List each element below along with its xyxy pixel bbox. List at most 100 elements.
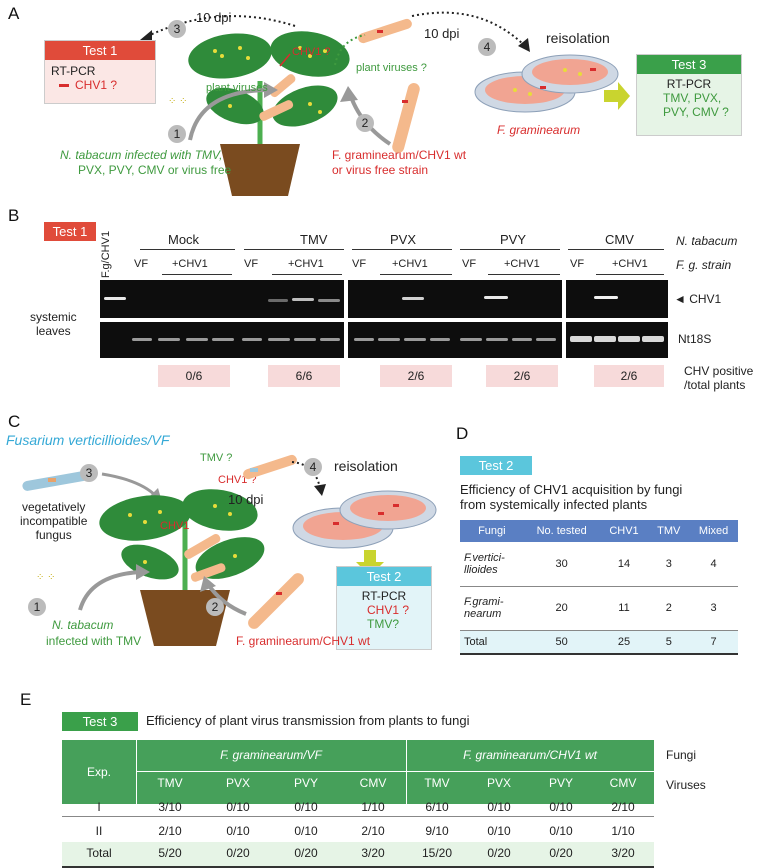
test2-target-2: TMV? xyxy=(367,617,400,631)
test3-target-1: TMV, PVX, xyxy=(663,91,722,105)
table-e-heading: Efficiency of plant virus transmission f… xyxy=(146,713,470,728)
table-cell: 0/10 xyxy=(549,824,573,838)
table-cell: 0/10 xyxy=(294,824,318,838)
chv-tmv-line xyxy=(272,274,342,275)
table-cell: II xyxy=(95,824,103,838)
chv-mock: +CHV1 xyxy=(172,258,208,270)
chv-pvy: +CHV1 xyxy=(504,258,540,270)
table-cell: 1/10 xyxy=(611,824,635,838)
vf-tmv: VF xyxy=(244,258,259,270)
panel-d-letter: D xyxy=(456,424,469,443)
chv1-question-a: CHV1 ? xyxy=(292,46,331,58)
band-chv1-label: ◄ CHV1 xyxy=(674,292,722,306)
tmv-question-c: TMV ? xyxy=(200,452,233,464)
tobacco-label-a-2: PVX, PVY, CMV or virus free xyxy=(78,163,232,177)
dotted-arrow-right xyxy=(411,11,530,52)
table-d: Fungi No. tested CHV1 TMV Mixed F.vertic… xyxy=(460,520,738,655)
chv-pvx-line xyxy=(380,274,452,275)
chv-pvx: +CHV1 xyxy=(392,258,428,270)
table-d-col-tested: No. tested xyxy=(523,520,600,542)
virus-dots-icon: ⁘ ⁘ xyxy=(168,96,188,107)
fg-label-a: F. graminearum xyxy=(497,123,581,137)
tobacco-label-c-2: infected with TMV xyxy=(46,634,142,648)
panel-e-letter: E xyxy=(20,690,32,709)
table-e-header-bg xyxy=(62,740,654,804)
divider xyxy=(136,740,137,804)
hyphae-icon-a xyxy=(358,18,412,44)
chv1-label-c: CHV1 xyxy=(160,520,190,532)
panel-b-letter: B xyxy=(8,206,20,225)
test3-method: RT-PCR xyxy=(666,77,712,91)
gel-18s-2 xyxy=(348,322,562,358)
chv-tmv: +CHV1 xyxy=(288,258,324,270)
hyphae-icon-c xyxy=(243,454,297,480)
dotted-arrow-up xyxy=(334,34,366,66)
positive-label: CHV positive/total plants xyxy=(684,364,754,392)
test1-target: CHV1 ? xyxy=(45,78,155,92)
band-ref-label: Nt18S xyxy=(678,332,712,346)
table-e-fungi-label: Fungi xyxy=(666,748,697,762)
vf-cmv: VF xyxy=(570,258,585,270)
group-pvy-line xyxy=(460,249,560,250)
tobacco-plant-a xyxy=(188,31,350,196)
dotted-arrow-left xyxy=(140,15,296,42)
step-2-badge-c: 2 xyxy=(206,598,224,616)
strain-label: F. g. strain xyxy=(676,258,732,272)
test1-badge-b: Test 1 xyxy=(44,222,96,241)
step-3-badge-c: 3 xyxy=(80,464,98,482)
dpi-label-left: 10 dpi xyxy=(196,10,232,25)
chv-cmv: +CHV1 xyxy=(612,258,648,270)
group-tmv-line xyxy=(244,249,344,250)
test3-box: Test 3 RT-PCR TMV, PVX, PVY, CMV ? xyxy=(636,54,742,136)
group-cmv: CMV xyxy=(605,232,634,247)
tobacco-label-c-1: N. tabacum xyxy=(52,618,114,632)
step-1-badge: 1 xyxy=(168,125,186,143)
gel-18s-3 xyxy=(566,322,668,358)
test2-title-c: Test 2 xyxy=(337,567,431,586)
group-mock: Mock xyxy=(168,232,200,247)
gel-chv1-2 xyxy=(348,280,562,318)
group-pvx: PVX xyxy=(390,232,417,247)
table-cell: 0/10 xyxy=(226,824,250,838)
table-d-col-mixed: Mixed xyxy=(689,520,738,542)
group-tmv: TMV xyxy=(300,232,328,247)
group-pvy: PVY xyxy=(500,232,527,247)
gel-chv1-3 xyxy=(566,280,668,318)
step-2-badge: 2 xyxy=(356,114,374,132)
table-d-col-tmv: TMV xyxy=(648,520,690,542)
control-lane-label: F.g/CHV1 xyxy=(100,230,112,278)
test2-target-1: CHV1 ? xyxy=(367,603,410,617)
table-cell: 0/10 xyxy=(487,824,511,838)
step-4-badge: 4 xyxy=(478,38,496,56)
count-tmv: 6/6 xyxy=(268,365,340,387)
fg-strain-c: F. graminearum/CHV1 wt xyxy=(236,634,371,648)
petri-dishes-a xyxy=(474,54,619,113)
chv-pvy-line xyxy=(488,274,560,275)
plant-viruses-question: plant viruses ? xyxy=(356,62,427,74)
divider xyxy=(62,816,654,817)
reisolation-label-c: reisolation xyxy=(334,458,398,474)
test3-badge-e: Test 3 xyxy=(62,712,138,731)
test1-title: Test 1 xyxy=(45,41,155,60)
panel-a-letter: A xyxy=(8,4,20,23)
yellow-arrow-c xyxy=(356,550,384,576)
table-e-exp: Exp. xyxy=(86,765,111,779)
test3-target-2: PVY, CMV ? xyxy=(663,105,729,119)
vf-mock: VF xyxy=(134,258,149,270)
step-3-badge: 3 xyxy=(168,20,186,38)
gel-18s-1 xyxy=(100,322,344,358)
count-pvx: 2/6 xyxy=(380,365,452,387)
arrow-step1-c xyxy=(78,564,150,611)
test2-method-c: RT-PCR xyxy=(361,589,407,603)
group-mock-line xyxy=(140,249,235,250)
table-d-col-fungi: Fungi xyxy=(460,520,524,542)
fg-strain-a-1: F. graminearum/CHV1 wt xyxy=(332,148,467,162)
arrow-step1 xyxy=(188,82,278,141)
table-cell: 9/10 xyxy=(425,824,449,838)
test1-method: RT-PCR xyxy=(51,64,96,78)
gel-chv1-1 xyxy=(100,280,344,318)
fg-strain-a-2: or virus free strain xyxy=(332,163,429,177)
